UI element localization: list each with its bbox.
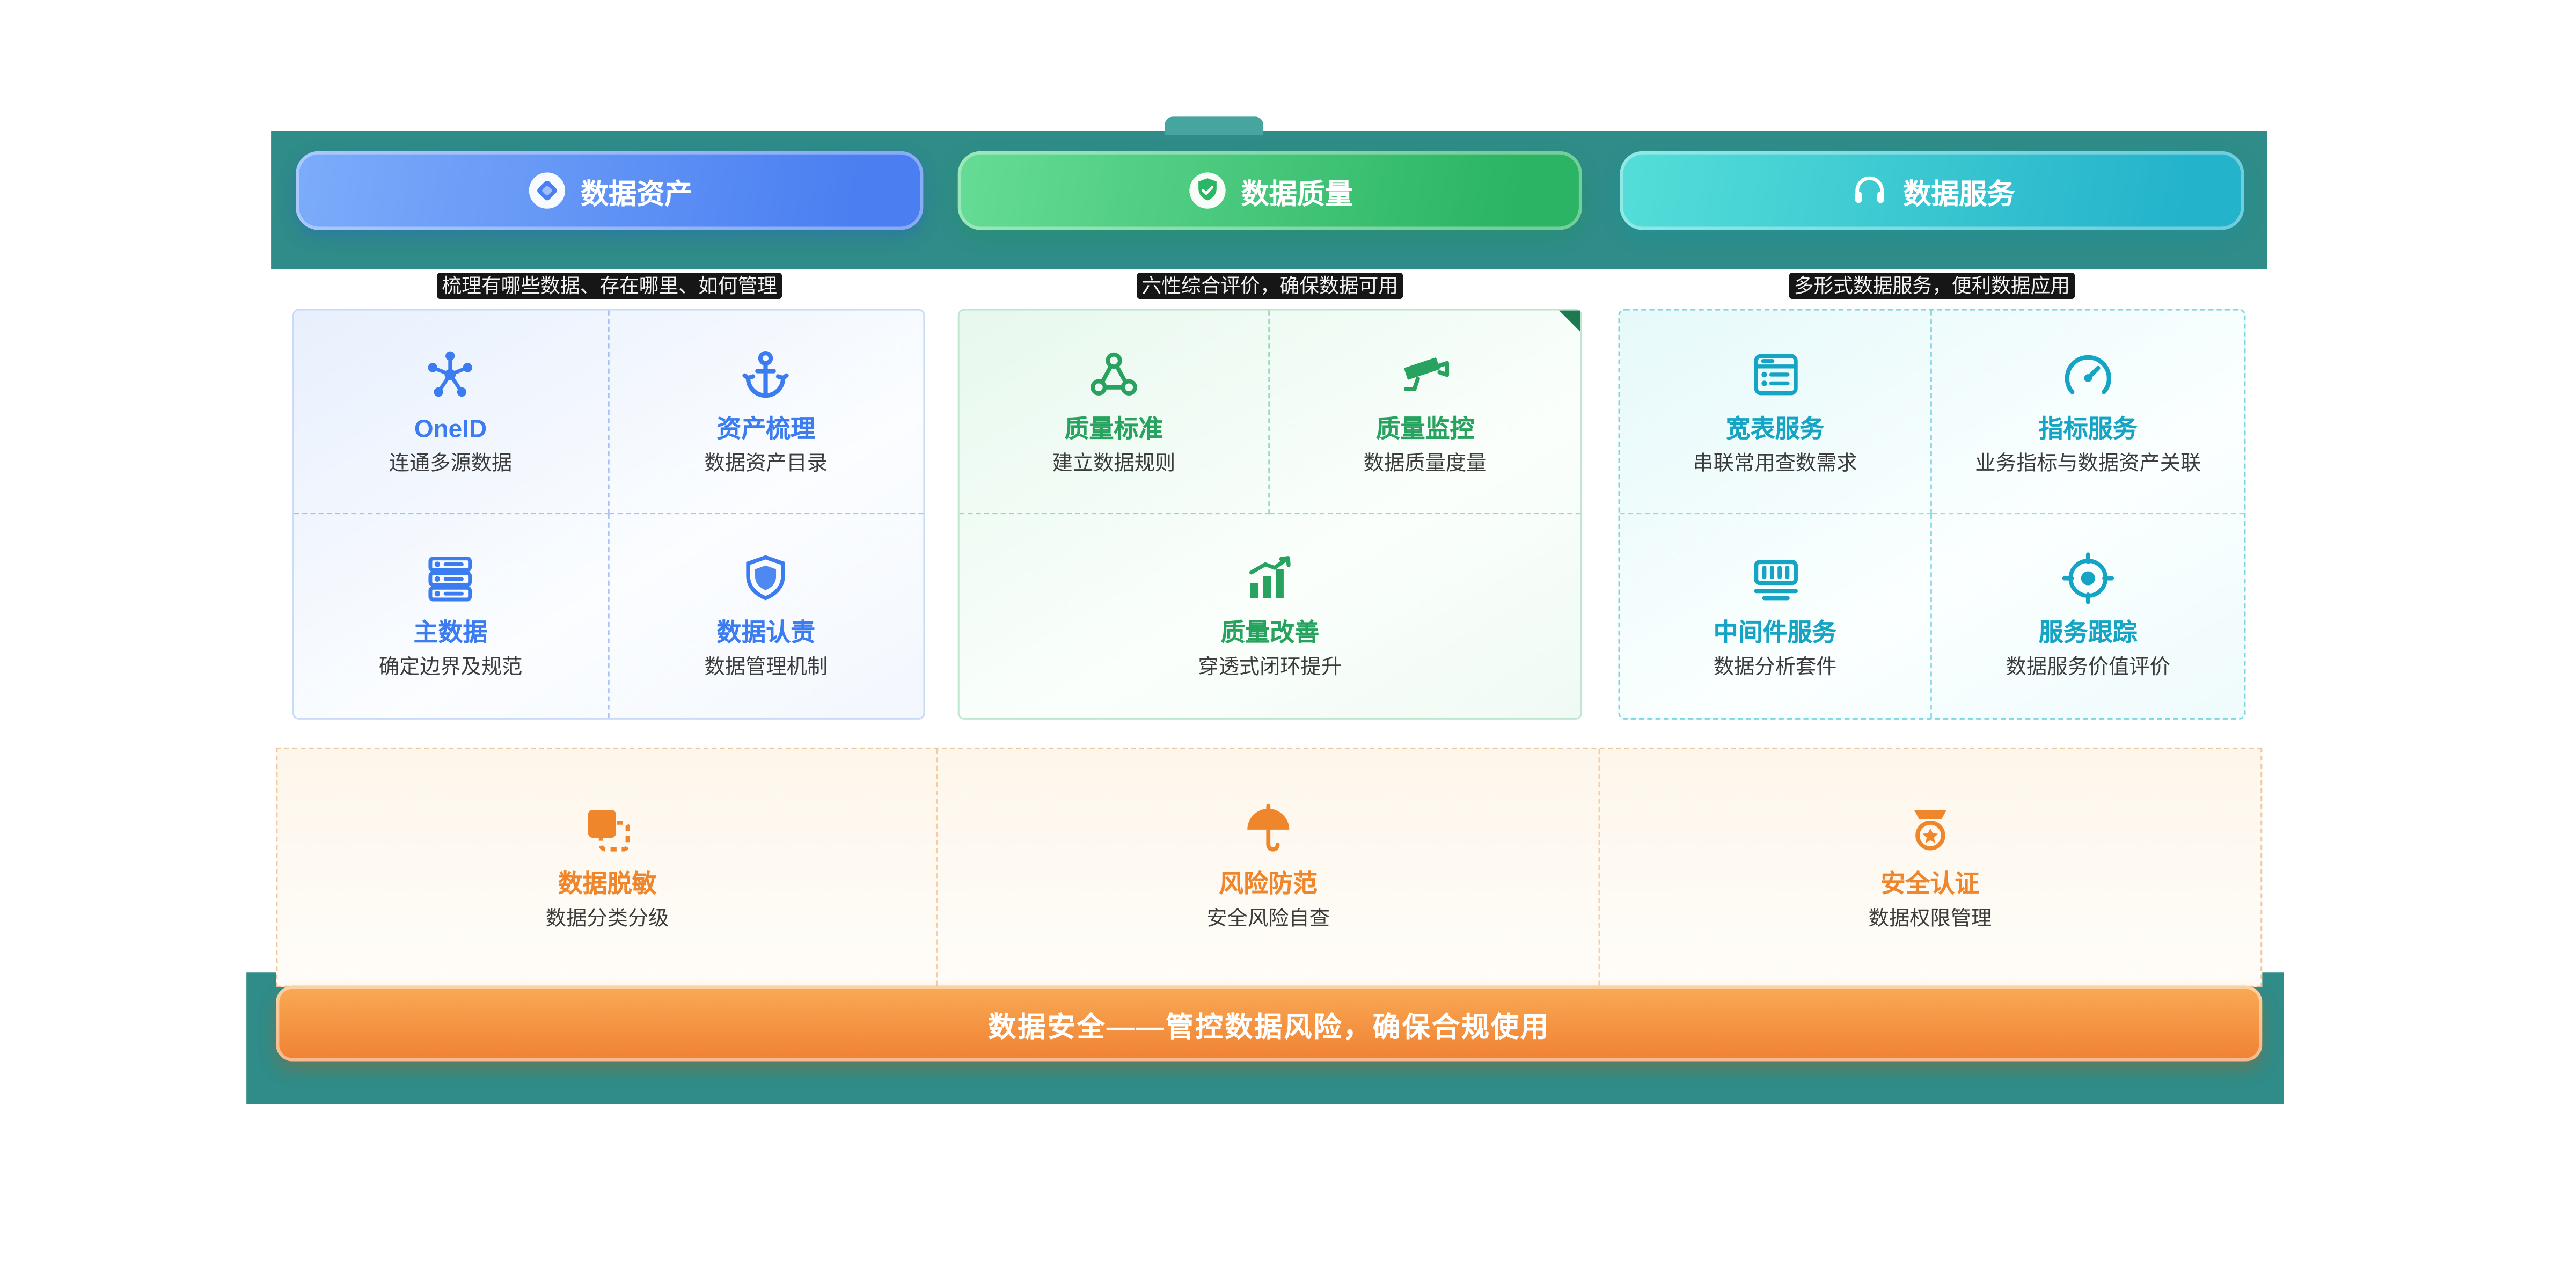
anchor-icon <box>738 346 794 401</box>
shield-check-icon <box>1187 171 1226 210</box>
tagline-data-assets: 梳理有哪些数据、存在哪里、如何管理 <box>437 273 782 299</box>
pillar-label: 数据质量 <box>1241 178 1353 210</box>
tagline-data-quality: 六性综合评价，确保数据可用 <box>1137 273 1403 299</box>
feature-cell-oneid: OneID 连通多源数据 <box>294 310 609 515</box>
feature-title: 数据脱敏 <box>558 870 657 899</box>
pillar-label: 数据资产 <box>581 178 693 210</box>
target-icon <box>2060 551 2116 606</box>
feature-cell-wide-table-service: 宽表服务 串联常用查数需求 <box>1620 310 1932 515</box>
feature-title: 质量监控 <box>1375 414 1475 443</box>
feature-title: 服务跟踪 <box>2038 619 2138 648</box>
feature-desc: 数据质量度量 <box>1363 451 1487 474</box>
feature-cell-data-accountability: 数据认责 数据管理机制 <box>609 514 923 718</box>
feature-cell-asset-sorting: 资产梳理 数据资产目录 <box>609 311 924 515</box>
feature-title: 主数据 <box>413 619 488 648</box>
feature-cell-master-data: 主数据 确定边界及规范 <box>294 514 609 718</box>
pillar-button-data-assets[interactable]: 数据资产 <box>296 151 924 230</box>
feature-title: 质量改善 <box>1220 619 1320 648</box>
feature-cell-metric-service: 指标服务 业务指标与数据资产关联 <box>1932 311 2244 515</box>
feature-title: 宽表服务 <box>1725 414 1825 443</box>
wide-table-icon <box>1747 346 1803 401</box>
pillar-button-data-services[interactable]: 数据服务 <box>1620 151 2244 230</box>
feature-desc: 数据资产目录 <box>704 451 828 474</box>
security-banner: 数据安全——管控数据风险，确保合规使用 <box>276 985 2263 1062</box>
feature-cell-data-masking: 数据脱敏 数据分类分级 <box>277 749 939 986</box>
tagline-data-services: 多形式数据服务，便利数据应用 <box>1789 273 2075 299</box>
security-banner-label: 数据安全——管控数据风险，确保合规使用 <box>988 1011 1550 1043</box>
gauge-icon <box>2060 346 2116 401</box>
feature-desc: 穿透式闭环提升 <box>1198 655 1342 679</box>
feature-desc: 连通多源数据 <box>389 451 513 474</box>
feature-cell-quality-standard: 质量标准 建立数据规则 <box>959 310 1270 515</box>
feature-title: 资产梳理 <box>716 414 816 443</box>
feature-title: 质量标准 <box>1064 414 1163 443</box>
pillar-label: 数据服务 <box>1903 178 2015 210</box>
rising-chart-icon <box>1242 551 1298 606</box>
band-tab <box>1165 116 1264 135</box>
feature-title: 指标服务 <box>2038 414 2138 443</box>
feature-cell-middleware-service: 中间件服务 数据分析套件 <box>1620 514 1932 718</box>
feature-cell-service-tracking: 服务跟踪 数据服务价值评价 <box>1932 514 2244 718</box>
gem-icon <box>526 171 566 210</box>
corner-fold-decoration <box>1559 310 1580 332</box>
feature-desc: 数据分类分级 <box>545 906 669 930</box>
feature-desc: 数据管理机制 <box>704 655 828 679</box>
feature-title: OneID <box>414 414 487 443</box>
feature-desc: 数据服务价值评价 <box>2006 655 2170 679</box>
feature-desc: 确定边界及规范 <box>378 655 523 679</box>
shield-icon <box>738 551 794 606</box>
feature-cell-security-certification: 安全认证 数据权限管理 <box>1600 749 2261 986</box>
cctv-camera-icon <box>1397 346 1453 401</box>
network-icon <box>423 346 479 401</box>
data-quality-card: 质量标准 建立数据规则 质量监控 数据质量度量 质量改善 穿透式闭环提升 <box>957 309 1582 720</box>
badge-icon <box>1902 802 1958 858</box>
data-assets-card: OneID 连通多源数据 资产梳理 数据资产目录 主数据 确定边界及规范 <box>292 309 925 720</box>
feature-cell-risk-prevention: 风险防范 安全风险自查 <box>939 749 1600 986</box>
feature-title: 安全认证 <box>1880 870 1980 899</box>
feature-desc: 串联常用查数需求 <box>1693 451 1857 474</box>
pillar-button-data-quality[interactable]: 数据质量 <box>957 151 1582 230</box>
data-security-panel: 数据脱敏 数据分类分级 风险防范 安全风险自查 安全认证 数据权限管理 <box>276 747 2263 987</box>
feature-cell-quality-improvement: 质量改善 穿透式闭环提升 <box>960 514 1580 718</box>
mask-icon <box>580 802 635 858</box>
middleware-icon <box>1747 551 1803 606</box>
headset-icon <box>1849 171 1888 210</box>
feature-desc: 业务指标与数据资产关联 <box>1975 451 2201 474</box>
feature-desc: 数据分析套件 <box>1713 655 1837 679</box>
feature-title: 数据认责 <box>716 619 816 648</box>
umbrella-icon <box>1240 802 1296 858</box>
feature-desc: 安全风险自查 <box>1206 906 1330 930</box>
database-stack-icon <box>423 551 479 606</box>
feature-desc: 数据权限管理 <box>1868 906 1992 930</box>
feature-title: 风险防范 <box>1219 870 1318 899</box>
feature-title: 中间件服务 <box>1713 619 1837 648</box>
feature-cell-quality-monitoring: 质量监控 数据质量度量 <box>1270 311 1580 515</box>
data-services-card: 宽表服务 串联常用查数需求 指标服务 业务指标与数据资产关联 中间件服务 数据分… <box>1618 309 2246 720</box>
feature-desc: 建立数据规则 <box>1052 451 1176 474</box>
sitemap-icon <box>1086 346 1141 401</box>
